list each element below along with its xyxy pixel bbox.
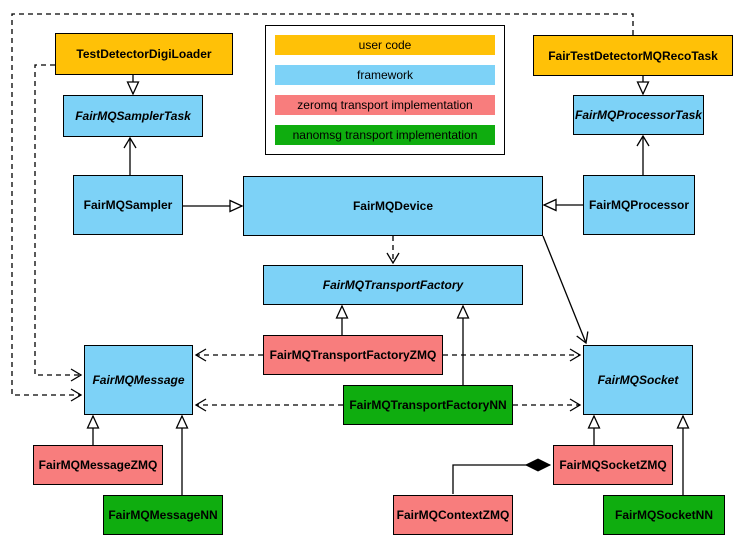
class-box-fairmqsocket: FairMQSocket [583, 345, 693, 415]
class-box-fairtestdetectormqrecotask: FairTestDetectorMQRecoTask [533, 35, 733, 76]
class-box-fairmqsocketzmq: FairMQSocketZMQ [553, 445, 673, 485]
legend-item-zeromq: zeromq transport implementation [275, 95, 495, 115]
class-box-fairmqdevice: FairMQDevice [243, 176, 543, 236]
class-box-fairmqsamplertask: FairMQSamplerTask [63, 95, 203, 137]
dependency-edge-recotask-message [11, 13, 634, 402]
class-box-testdetectordigiloader: TestDetectorDigiLoader [55, 33, 233, 75]
class-box-fairmqsampler: FairMQSampler [73, 175, 183, 235]
class-box-fairmqtransportfactory: FairMQTransportFactory [263, 265, 523, 305]
class-box-fairmqmessagenn: FairMQMessageNN [103, 495, 223, 535]
class-box-fairmqtransportfactorynn: FairMQTransportFactoryNN [343, 385, 513, 425]
composition-edge-socketzmq-contextzmq [452, 458, 552, 494]
legend-item-nanomsg: nanomsg transport implementation [275, 125, 495, 145]
class-box-fairmqprocessor: FairMQProcessor [583, 175, 695, 235]
association-edge-device-socket [542, 235, 589, 345]
class-box-fairmqcontextzmq: FairMQContextZMQ [393, 495, 513, 535]
class-box-fairmqmessage: FairMQMessage [84, 345, 193, 415]
legend-item-user-code: user code [275, 35, 495, 55]
class-box-fairmqtransportfactoryzmq: FairMQTransportFactoryZMQ [263, 335, 443, 375]
class-box-fairmqmessagezmq: FairMQMessageZMQ [33, 445, 163, 485]
legend: user code framework zeromq transport imp… [265, 25, 505, 155]
dependency-edge-digiloader-message [34, 64, 83, 382]
legend-item-framework: framework [275, 65, 495, 85]
class-box-fairmqsocketnn: FairMQSocketNN [603, 495, 725, 535]
class-box-fairmqprocessortask: FairMQProcessorTask [573, 95, 704, 135]
